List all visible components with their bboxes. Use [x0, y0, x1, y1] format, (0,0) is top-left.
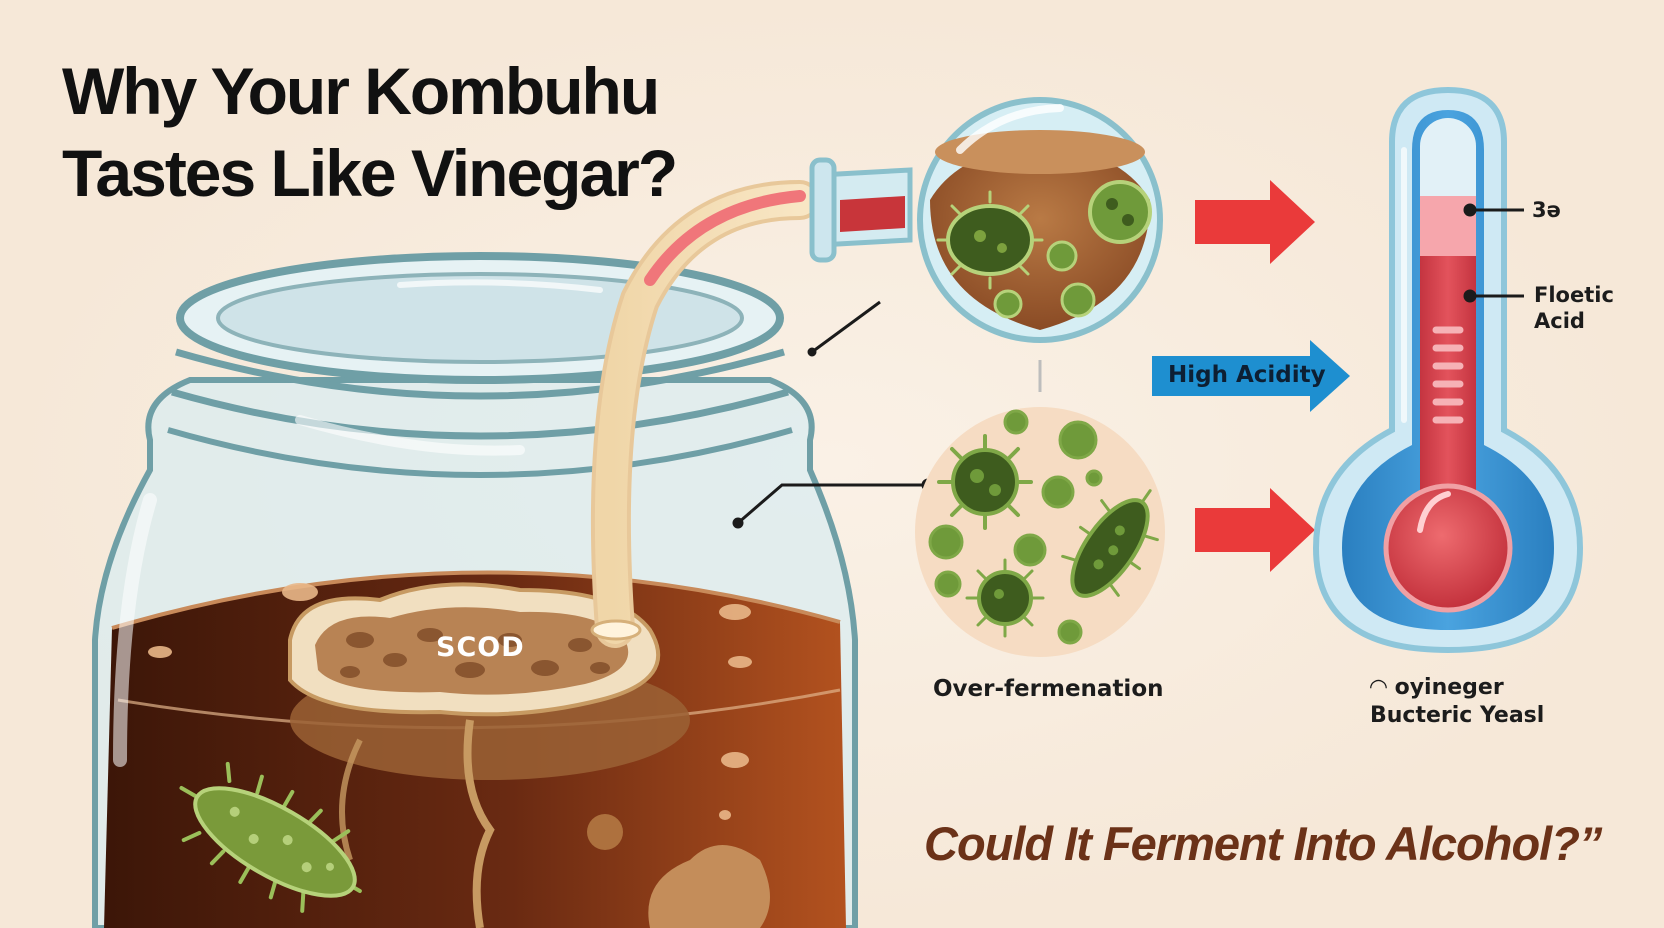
bacteria-yeast-label: ◠ oyineger Bucteric Yeasl [1370, 674, 1544, 730]
acid-label-line-2: Acid [1534, 309, 1585, 333]
bacteria-yeast-line-1: ◠ oyineger [1370, 675, 1504, 700]
rod-bacterium [179, 761, 362, 913]
siphon-tube [590, 180, 820, 648]
arrow-bottom [1195, 488, 1315, 572]
bacteria-yeast-line-2: Bucteric Yeasl [1370, 703, 1545, 728]
thermometer-acid-label: Floetic Acid [1534, 282, 1614, 334]
scoby [288, 582, 690, 928]
thermometer-top-label: 3ə [1532, 198, 1561, 222]
high-acidity-label: High Acidity [1168, 362, 1326, 388]
flask [809, 97, 1163, 343]
high-acidity-arrow [1152, 340, 1350, 412]
flask-microbes [936, 180, 1152, 319]
arrow-top [1195, 180, 1315, 264]
bubbles [148, 583, 752, 850]
over-fermentation-label: Over-fermenation [933, 676, 1164, 702]
acid-label-line-1: Floetic [1534, 283, 1614, 307]
bottom-question: Could It Ferment Into Alcohol?” [924, 817, 1602, 870]
scoby-label: SCOD [436, 632, 525, 663]
title-line-1: Why Your Kombuhu [62, 54, 660, 128]
page-title: Why Your Kombuhu Tastes Like Vinegar? [62, 50, 678, 214]
microbe-circle [915, 407, 1165, 657]
title-line-2: Tastes Like Vinegar? [62, 136, 678, 210]
thermometer [1312, 86, 1584, 654]
